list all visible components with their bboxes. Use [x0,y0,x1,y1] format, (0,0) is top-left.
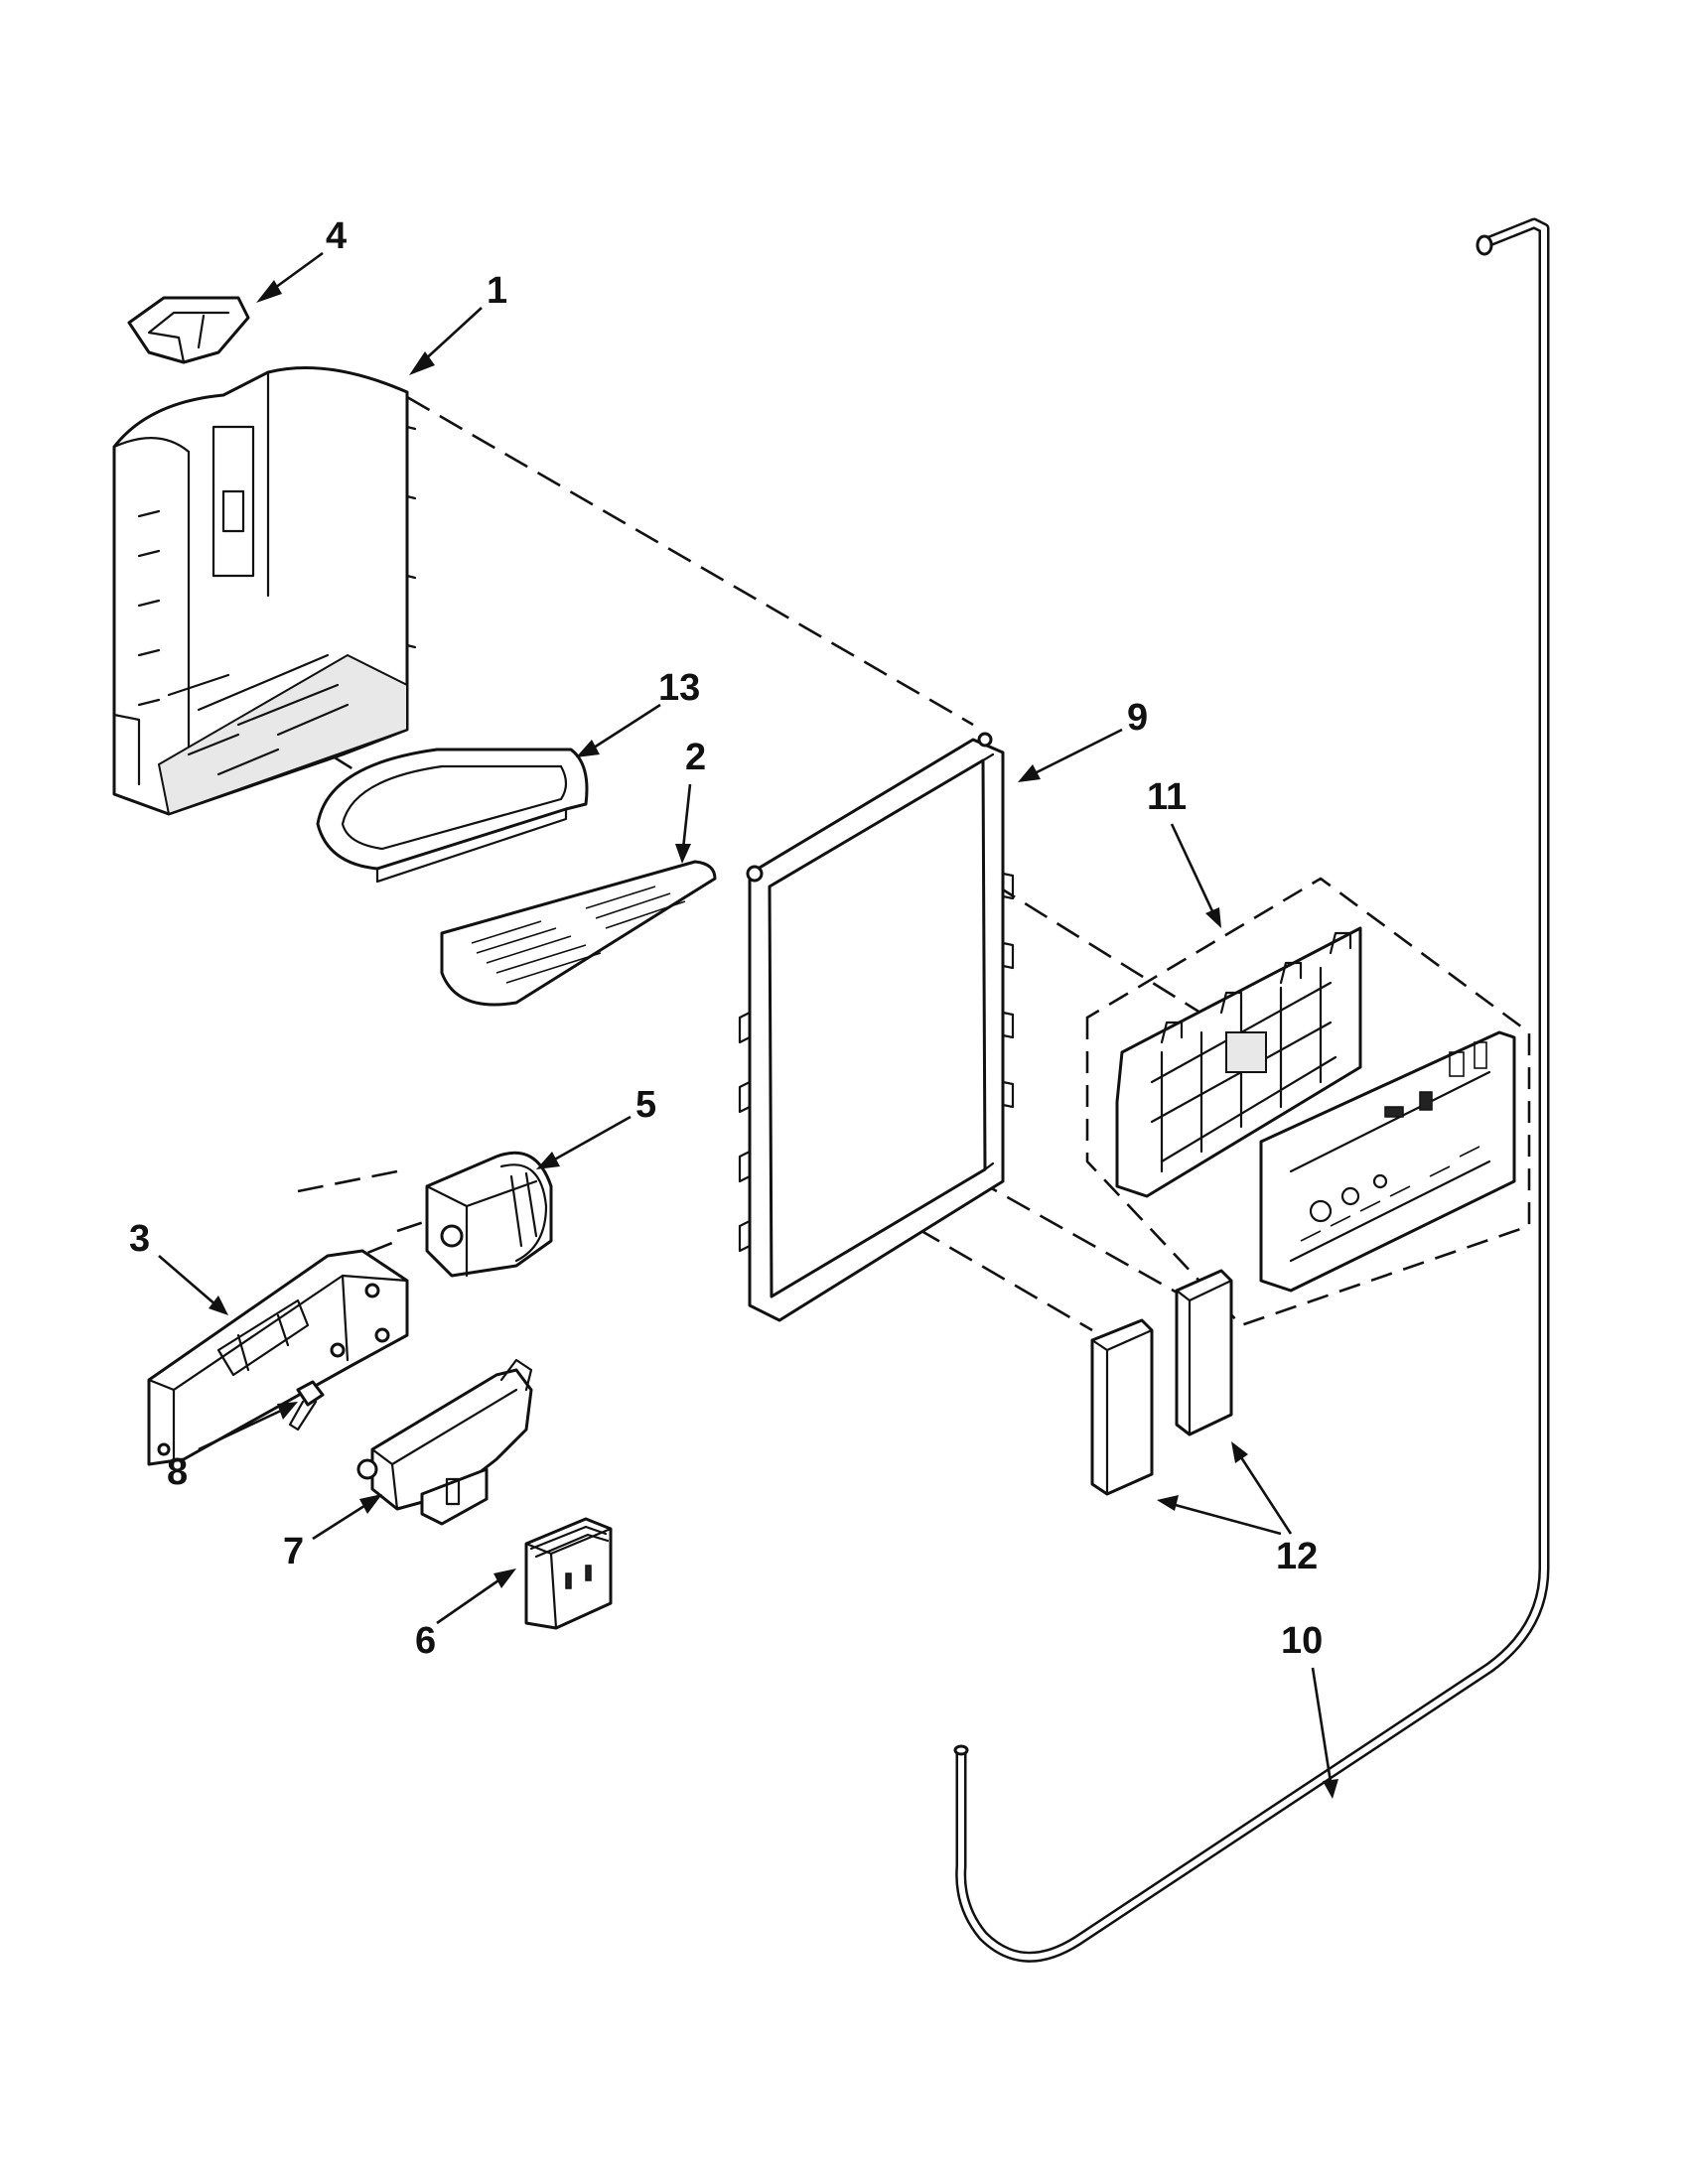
callout-9: 9 [1127,697,1148,739]
part-11-control-panel-assembly [1085,877,1531,1327]
leader-arrows [158,251,1338,1799]
callout-5: 5 [635,1084,656,1126]
part-2-tray-grille [440,860,717,1007]
part-13-drip-tray [316,748,589,884]
callout-8: 8 [167,1451,188,1493]
callout-1: 1 [487,270,507,312]
callout-11: 11 [1147,776,1187,818]
callout-12: 12 [1276,1536,1318,1577]
part-9-dispenser-frame [738,732,1015,1322]
callout-labels: 4 1 13 2 9 11 5 3 8 7 6 12 10 [129,215,1323,1662]
part-5-auger-motor [425,1151,553,1278]
part-7-actuator [356,1358,533,1526]
callout-2: 2 [685,737,706,778]
callout-6: 6 [415,1620,436,1662]
callout-10: 10 [1281,1620,1323,1662]
callout-13: 13 [658,667,700,709]
callout-4: 4 [326,215,347,257]
callout-7: 7 [283,1531,304,1572]
part-1-dispenser-housing [112,366,417,816]
part-6-dispenser-pad [524,1517,613,1630]
part-10-water-tube [953,217,1550,1963]
part-8-screw [288,1380,325,1432]
callout-3: 3 [129,1218,150,1260]
part-12-dispenser-buttons [1090,1269,1233,1496]
part-4-ice-chute-piece [127,296,250,364]
part-3-mounting-bracket [147,1249,409,1466]
